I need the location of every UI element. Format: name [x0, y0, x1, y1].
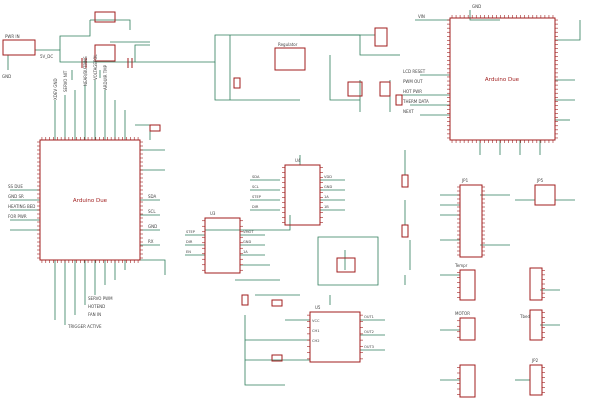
mcu-left-left-pin-3: HEATING BED	[8, 204, 35, 209]
header-extra	[534, 184, 556, 206]
header-small	[529, 364, 543, 396]
regulator-ic-body	[274, 47, 306, 71]
extra-header-ref: JP5	[536, 178, 544, 183]
mcu-right-title: Arduino Due	[485, 77, 520, 83]
power-input-connector	[2, 39, 36, 56]
driver-center-ref: U4	[295, 158, 301, 163]
driver-center-right-pin-3: 1A	[324, 195, 329, 199]
driver-center-right-pin-1: VDD	[324, 175, 332, 179]
driver-center-left-pin-3: STEP	[252, 195, 262, 199]
motor-ref: MOTOR	[455, 311, 470, 316]
driver-lower-right-pin-1: VMOT	[243, 230, 254, 234]
driver-center-body	[284, 164, 321, 226]
driver-lower-left-pin-3: EN	[186, 250, 191, 254]
power-input-label-1: 5V_DC	[40, 54, 53, 59]
main-header-body	[459, 184, 483, 258]
ic-bottom-left-pin-2: CH1	[312, 329, 320, 333]
part-layer	[2, 11, 556, 398]
mcu-left-bottom-pin-1: SERVO PWM	[88, 296, 113, 301]
ic-bottom-right-pin-3: OUT3	[364, 345, 374, 349]
driver-lower-body	[204, 217, 241, 274]
mcu-right-left-pin-3: HOT PWR	[403, 89, 422, 94]
mcu-left-top-pin-1: SERVO NIT	[63, 70, 68, 92]
driver-center-left-pin-1: SDA	[252, 175, 260, 179]
mcu-left-right-pin-2: SCL	[148, 209, 156, 214]
ic-bottom-ref: U5	[315, 305, 321, 310]
mcu-left-title: Arduino Due	[73, 198, 108, 204]
power-input-label-2: GND	[2, 74, 11, 79]
driver-lower-ref: U3	[210, 211, 216, 216]
mcu-left-top-pin-2: NEAR/BUTPINS	[83, 56, 88, 86]
mcu-left-bottom-pin-2: HOTEND	[88, 304, 105, 309]
driver-center-right-pin-2: GND	[324, 185, 332, 189]
thermistor-ref: Tempr	[454, 263, 468, 268]
mcu-left-top-pin-5: ARDUIR TMP	[103, 64, 108, 90]
ic-bottom-right-pin-1: OUT1	[364, 315, 374, 319]
switch-element-1	[347, 81, 363, 97]
header-motor	[459, 317, 476, 341]
ic-bottom-body	[309, 311, 361, 363]
wire-layer	[7, 10, 581, 386]
driver-lower-right-pin-2: GND	[243, 240, 251, 244]
ic-bottom-right-pin-2: OUT2	[364, 330, 374, 334]
header-bottom	[459, 364, 476, 398]
header-right-2	[529, 309, 543, 341]
sense-component	[336, 257, 356, 273]
mcu-left-top-pin-3: VOLTAGEFOL	[93, 54, 98, 80]
regulator-body	[94, 11, 116, 23]
mcu-left-top-pin-4: XDEV GND	[53, 78, 58, 100]
driver-lower-left-pin-1: STEP	[186, 230, 196, 234]
mcu-left-left-pin-4: FOR PWR	[8, 214, 27, 219]
mcu-left-right-pin-1: SDA	[148, 194, 157, 199]
sense-ref: Tbed	[519, 314, 530, 319]
mcu-left-right-pin-4: RX	[148, 239, 154, 244]
mcu-left-bottom-pin-4: TRIGGER ACTIVE	[67, 324, 102, 329]
driver-center-left-pin-2: SCL	[252, 185, 259, 189]
mcu-left-right-pin-3: GND	[148, 224, 157, 229]
mcu-right-top-label-2: GND	[472, 4, 481, 9]
header-temp	[459, 269, 476, 301]
small-header-ref: JP2	[531, 358, 539, 363]
regulator-ref: Regulator	[278, 42, 298, 47]
driver-center-left-pin-4: DIR	[252, 205, 259, 209]
mcu-right-left-pin-1: LCD RESET	[403, 69, 426, 74]
mcu-right-body	[449, 17, 556, 141]
pin-ticks	[37, 15, 558, 395]
mcu-left-left-pin-1: SS DUE	[8, 184, 23, 189]
ic-bottom-left-pin-3: CH2	[312, 339, 320, 343]
mcu-right-left-pin-2: PWM OUT	[403, 79, 423, 84]
mcu-right-top-label-1: VIN	[418, 14, 425, 19]
switch-element-2	[379, 81, 391, 97]
mcu-right-left-pin-5: NEXT	[403, 109, 414, 114]
mcu-left-bottom-pin-3: FAN IN	[88, 312, 101, 317]
ic-bottom-left-pin-1: VCC	[312, 319, 320, 323]
main-header-ref: JP1	[461, 178, 469, 183]
label-layer: Arduino Due Arduino Due Regulator PWR IN…	[2, 4, 544, 363]
header-right-1	[529, 267, 543, 301]
mcu-left-left-pin-2: GND SR	[8, 194, 24, 199]
power-input-ref: PWR IN	[5, 34, 20, 39]
regulator-body-2	[94, 44, 116, 62]
mcu-right-left-pin-4: THERM DATA	[402, 99, 429, 104]
driver-center-right-pin-4: 1B	[324, 205, 329, 209]
driver-lower-right-pin-3: 1A	[243, 250, 248, 254]
mcu-left-body	[39, 139, 141, 261]
driver-lower-left-pin-2: DIR	[186, 240, 193, 244]
top-connector	[374, 27, 388, 47]
